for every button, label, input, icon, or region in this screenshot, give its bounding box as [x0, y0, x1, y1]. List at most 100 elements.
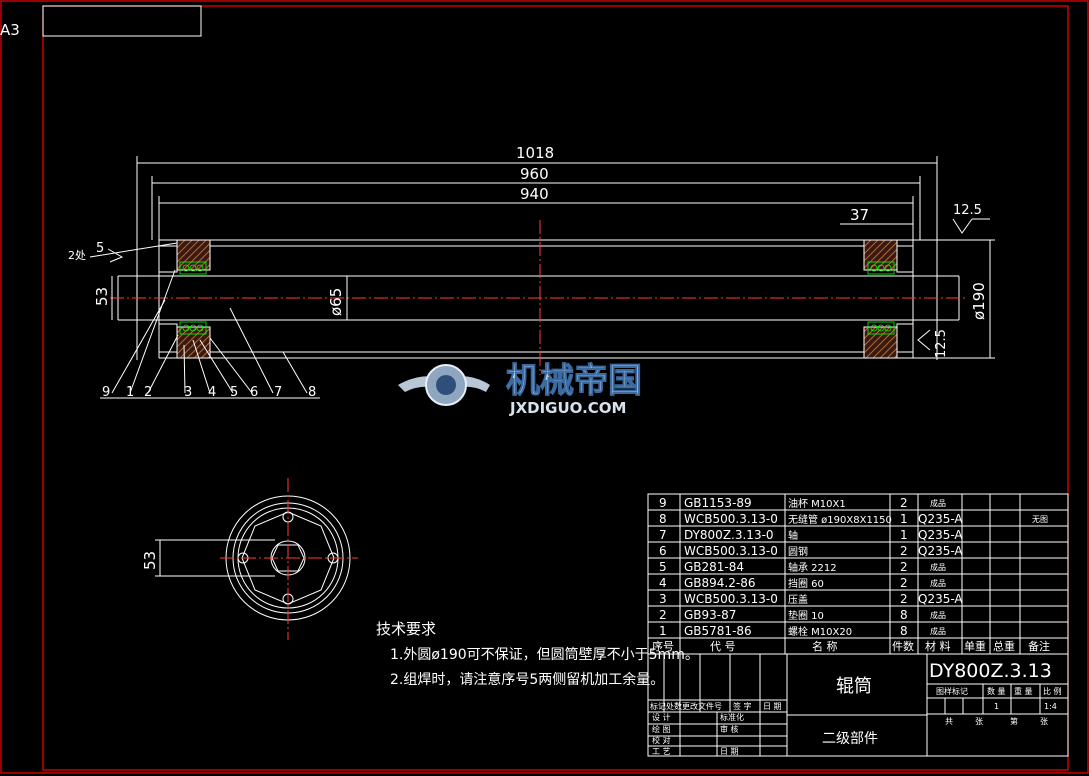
bom-qty: 2	[900, 576, 908, 590]
bom-qty: 2	[900, 560, 908, 574]
bom-mat: 成品	[930, 610, 946, 620]
bom-mat: 成品	[930, 498, 946, 508]
right-lower-bearing	[867, 321, 895, 335]
roughness-right-text: 12.5	[934, 329, 949, 358]
bom-qty: 1	[900, 528, 908, 542]
tb-sheet-label-2: 张	[1040, 717, 1048, 726]
dim-text-960: 960	[520, 165, 549, 183]
bom-code: GB1153-89	[684, 496, 752, 510]
tb-rev-sign: 签 字	[733, 701, 752, 711]
bom-header-unit-w: 单重	[964, 639, 986, 653]
right-upper-bearing	[867, 261, 895, 275]
end-view: 53	[141, 478, 358, 640]
bom-no: 8	[659, 512, 667, 526]
bom-header-code: 代 号	[710, 640, 736, 653]
tb-qty-label: 数 量	[987, 686, 1006, 696]
balloon-2: 2	[144, 385, 152, 400]
bom-rows: 9 GB1153-89 油杯 M10X1 2 成品 8 WCB500.3.13-…	[652, 496, 1050, 653]
bom-code: WCB500.3.13-0	[684, 544, 778, 558]
dim-text-940: 940	[520, 185, 549, 203]
bom-mat: 成品	[930, 626, 946, 636]
bom-mat: Q235-A	[918, 528, 963, 542]
bom-no: 6	[659, 544, 667, 558]
bom-row: 9 GB1153-89 油杯 M10X1 2 成品	[659, 496, 946, 510]
balloon-1: 1	[126, 385, 134, 400]
bom-row: 2 GB93-87 垫圈 10 8 成品	[659, 608, 946, 622]
bom-no: 7	[659, 528, 667, 542]
balloon-9: 9	[102, 385, 110, 400]
technical-requirements: 技术要求 1.外圆ø190可不保证，但圆筒壁厚不小于5mm。 2.组焊时，请注意…	[376, 620, 699, 688]
bom-no: 9	[659, 496, 667, 510]
left-upper-plate	[176, 239, 211, 271]
bom-row: 8 WCB500.3.13-0 无缝管 ø190X8X1150 1 Q235-A…	[659, 512, 1048, 526]
tb-rev-mark: 标记	[650, 701, 666, 711]
tb-rev-count: 处数	[666, 701, 682, 711]
bom-code: GB281-84	[684, 560, 744, 574]
tech-req-item-2: 2.组焊时，请注意序号5两侧留机加工余量。	[390, 671, 664, 688]
bom-qty: 2	[900, 592, 908, 606]
balloon-6: 6	[250, 385, 258, 400]
left-lower-bearing	[179, 321, 207, 335]
dim-text-1018: 1018	[516, 144, 554, 162]
bom-name: 垫圈 10	[788, 609, 824, 622]
bom-mat: 成品	[930, 578, 946, 588]
end-view-53-text: 53	[141, 551, 159, 570]
bom-mat: Q235-A	[918, 592, 963, 606]
tb-draw: 绘 图	[652, 724, 671, 734]
bom-code: GB894.2-86	[684, 576, 755, 590]
tb-sheet-total: 共	[945, 717, 953, 726]
bom-qty: 8	[900, 608, 908, 622]
bom-header-no: 序号	[652, 639, 674, 653]
balloon-4: 4	[208, 385, 216, 400]
tb-check: 校 对	[652, 735, 671, 745]
outer-dia-text: ø190	[970, 282, 988, 320]
bom-code: DY800Z.3.13-0	[684, 528, 774, 542]
bom-row: 3 WCB500.3.13-0 压盖 2 Q235-A	[659, 592, 963, 606]
balloon-8: 8	[308, 385, 316, 400]
bom-no: 5	[659, 560, 667, 574]
tb-drawing-no: DY800Z.3.13	[929, 660, 1052, 682]
bom-row: 4 GB894.2-86 挡圈 60 2 成品	[659, 576, 946, 590]
bom-code: GB93-87	[684, 608, 736, 622]
bom-code: WCB500.3.13-0	[684, 512, 778, 526]
top-left-label-box	[42, 5, 202, 37]
watermark-cn: 机械帝国	[506, 361, 642, 401]
tb-rev-doc: 更改文件号	[682, 701, 722, 711]
watermark-en: JXDIGUO.COM	[509, 399, 626, 417]
bom-remark: 无图	[1032, 515, 1048, 524]
tb-sheet-no: 第	[1010, 716, 1018, 726]
bom-header-remark: 备注	[1028, 639, 1050, 653]
weld-note-count: 2处	[68, 249, 86, 262]
tb-review: 审 核	[720, 724, 739, 734]
tb-part-name: 辊筒	[836, 676, 872, 697]
bom-code: GB5781-86	[684, 624, 752, 638]
bom-qty: 8	[900, 624, 908, 638]
tb-std: 标准化	[720, 712, 744, 722]
tb-design: 设 计	[652, 712, 671, 722]
bom-name: 压盖	[788, 593, 808, 606]
bom-mat: Q235-A	[918, 544, 963, 558]
bom-no: 2	[659, 608, 667, 622]
tech-req-item-1: 1.外圆ø190可不保证，但圆筒壁厚不小于5mm。	[390, 646, 699, 663]
tb-qty-value: 1	[994, 702, 999, 711]
tb-stage-mark: 图样标记	[936, 686, 968, 696]
bom-header-total-w: 总重	[993, 639, 1015, 653]
title-block: 标记 处数 更改文件号 签 字 日 期 设 计 绘 图 校 对 工 艺 标准化 …	[647, 653, 1069, 757]
bom-qty: 2	[900, 544, 908, 558]
dim-text-37: 37	[850, 206, 869, 224]
bom-row: 6 WCB500.3.13-0 圆钢 2 Q235-A	[659, 544, 963, 558]
bom-name: 螺栓 M10X20	[788, 625, 852, 638]
balloon-7: 7	[274, 385, 282, 400]
tech-req-title: 技术要求	[376, 620, 436, 638]
drawing-frame	[42, 5, 1069, 771]
bom-mat: 成品	[930, 562, 946, 572]
bom-no: 1	[659, 624, 667, 638]
bom-no: 4	[659, 576, 667, 590]
balloon-numbers: 9 1 2 3 4 5 6 7 8	[102, 385, 316, 400]
bom-header-qty: 件数	[892, 640, 914, 653]
tb-sheet-label: 张	[975, 717, 983, 726]
bom-name: 轴承 2212	[788, 561, 837, 574]
right-lower-plate	[863, 326, 898, 359]
bom-name: 轴	[788, 529, 798, 542]
